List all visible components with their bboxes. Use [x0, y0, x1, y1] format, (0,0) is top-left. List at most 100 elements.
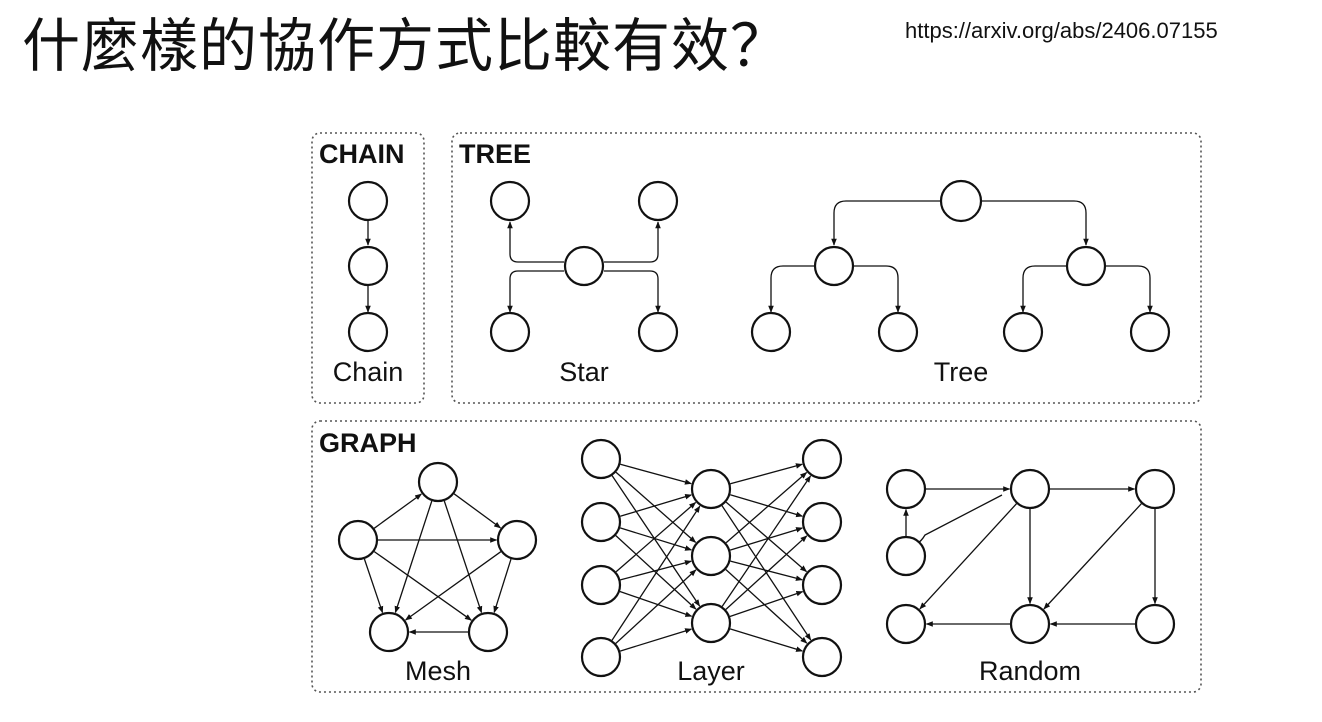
edge	[1105, 265, 1153, 313]
edge	[730, 463, 803, 485]
node	[347, 180, 389, 222]
edge	[768, 265, 815, 313]
chain-panel	[311, 132, 425, 404]
edge	[981, 200, 1089, 246]
chain-topology	[347, 180, 389, 353]
chain-section-heading: CHAIN	[319, 139, 405, 169]
node	[885, 468, 927, 510]
edge	[611, 505, 701, 641]
graph-section-heading: GRAPH	[319, 428, 417, 458]
tree-section-heading: TREE	[459, 139, 531, 169]
edge	[493, 558, 512, 614]
node	[496, 519, 538, 561]
edge	[443, 500, 483, 614]
edge	[831, 200, 941, 246]
node	[801, 438, 843, 480]
layer-topology	[580, 438, 843, 678]
edge	[405, 551, 502, 621]
node	[347, 245, 389, 287]
node	[1134, 468, 1176, 510]
node	[801, 636, 843, 678]
edge	[619, 628, 693, 652]
edge	[729, 527, 804, 551]
edge	[604, 221, 661, 263]
edge	[853, 265, 901, 313]
node	[467, 611, 509, 653]
slide-title: 什麼樣的協作方式比較有效？	[22, 12, 790, 80]
node	[337, 519, 379, 561]
node	[637, 311, 679, 353]
edge	[615, 569, 697, 644]
edge	[730, 560, 803, 581]
tree-topology	[750, 179, 1171, 353]
source-url: https://arxiv.org/abs/2406.07155	[905, 18, 1218, 43]
node	[637, 180, 679, 222]
node	[580, 564, 622, 606]
edge	[729, 628, 804, 652]
node	[347, 311, 389, 353]
edge	[619, 527, 693, 551]
node	[580, 501, 622, 543]
node	[750, 311, 792, 353]
node	[813, 245, 855, 287]
edge	[507, 221, 564, 263]
node	[885, 603, 927, 645]
edge	[620, 560, 692, 581]
edge	[453, 493, 502, 529]
edge	[363, 558, 384, 614]
node	[885, 535, 927, 577]
node	[489, 180, 531, 222]
node	[417, 461, 459, 503]
node	[1065, 245, 1107, 287]
chain-label: Chain	[333, 357, 404, 387]
node	[690, 468, 732, 510]
layer-label: Layer	[677, 656, 745, 686]
edge	[919, 503, 1017, 610]
node	[580, 636, 622, 678]
edge	[604, 270, 661, 313]
random-label: Random	[979, 656, 1081, 686]
mesh-topology	[337, 461, 538, 653]
graph-panel	[311, 420, 1202, 693]
edge	[615, 502, 697, 573]
edge	[373, 551, 472, 621]
node	[939, 179, 983, 223]
edge	[394, 500, 433, 614]
node	[1009, 603, 1051, 645]
edge	[1043, 503, 1142, 610]
edge	[619, 590, 693, 617]
node	[877, 311, 919, 353]
node	[1134, 603, 1176, 645]
node	[690, 602, 732, 644]
node	[801, 564, 843, 606]
edge	[615, 471, 697, 543]
edge	[725, 569, 808, 644]
tree-label: Tree	[934, 357, 989, 387]
edge	[507, 270, 564, 313]
edge	[725, 501, 808, 573]
edge	[620, 494, 693, 517]
node	[580, 438, 622, 480]
edge	[729, 590, 804, 618]
edge	[725, 535, 808, 610]
star-label: Star	[559, 357, 609, 387]
random-topology	[885, 468, 1176, 645]
edge	[725, 472, 808, 544]
node	[690, 535, 732, 577]
node	[489, 311, 531, 353]
node	[368, 611, 410, 653]
edge	[1020, 265, 1067, 313]
edge	[721, 475, 812, 607]
node	[1009, 468, 1051, 510]
node	[563, 245, 605, 287]
star-topology	[489, 180, 679, 353]
node	[1002, 311, 1044, 353]
edge	[620, 463, 692, 485]
edge	[373, 493, 422, 529]
mesh-label: Mesh	[405, 656, 471, 686]
node	[1129, 311, 1171, 353]
tree-panel	[451, 132, 1202, 404]
edge	[611, 475, 701, 607]
edge	[730, 494, 804, 518]
